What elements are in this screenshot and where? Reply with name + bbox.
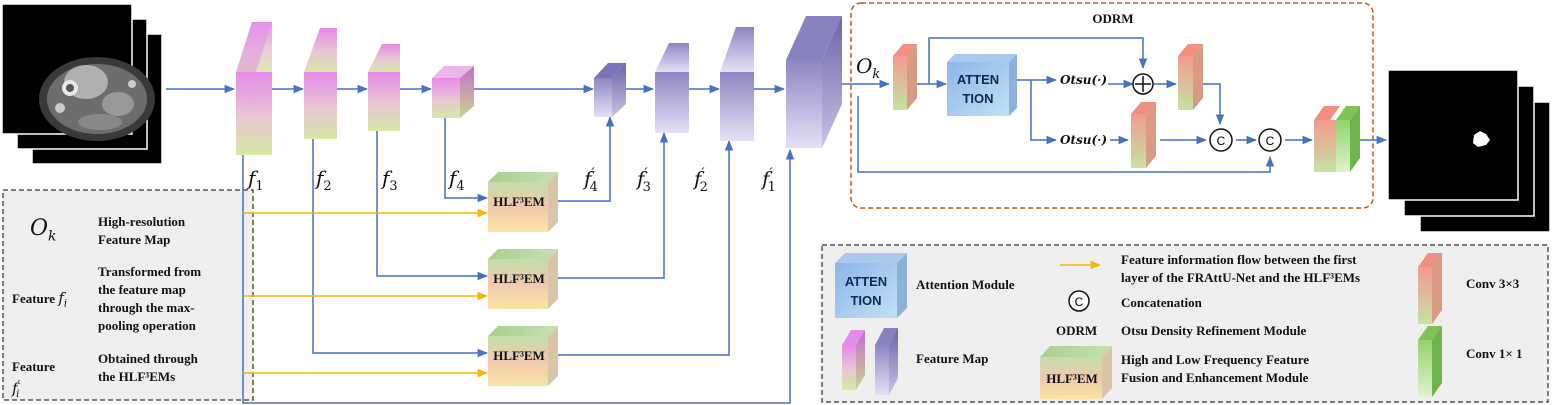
blue-arrows (166, 37, 1388, 404)
legend-attention-icon: ATTEN TION (835, 253, 907, 318)
input-ct-image-stack (1, 3, 163, 165)
legend-attention-label-line2: TION (850, 293, 881, 308)
legend-hlf-desc-1: High and Low Frequency Feature (1121, 352, 1310, 367)
legend-hlf3em-label: HLF³EM (1046, 371, 1098, 386)
odrm-otsu-feature-map (1131, 102, 1156, 168)
legend-arrow-desc-1: Feature information flow between the fir… (1121, 252, 1357, 267)
f4-label: f4 (449, 166, 465, 194)
decoder-feature-map-f1-prime (786, 16, 842, 148)
legend-odrm-abbr: ODRM (1056, 323, 1098, 338)
attention-module-block: ATTEN TION (947, 54, 1017, 116)
legend-feature-map-desc: Feature Map (916, 351, 989, 366)
legend-fi-desc-1: Transformed from (98, 264, 202, 279)
odrm-box (850, 2, 1374, 209)
hlf3em-label-2: HLF³EM (493, 271, 545, 286)
legend-hlf3em-icon: HLF³EM (1040, 346, 1112, 399)
legend-fip-desc-1: Obtained through (98, 351, 198, 366)
legend-attention-desc: Attention Module (916, 277, 1015, 292)
odrm-sum-feature-map (1178, 44, 1203, 110)
legend-conv3-desc: Conv 3×3 (1466, 276, 1520, 291)
hlf3em-block-2: HLF³EM (488, 249, 558, 309)
legend-concat-label: C (1075, 295, 1084, 309)
ok-label: Ok (856, 54, 881, 82)
legend-ok-desc-2: Feature Map (98, 232, 171, 247)
decoder-feature-map-f3-prime (655, 43, 689, 133)
odrm-output-conv-stack (1314, 106, 1360, 172)
decoder-feature-map-f2-prime (720, 27, 754, 141)
legend-conv1-desc: Conv 1× 1 (1466, 346, 1523, 361)
legend-fi-desc-2: the feature map (98, 282, 186, 297)
legend-concat-icon: C (1068, 290, 1090, 312)
odrm-input-feature-map (893, 44, 917, 110)
legend-odrm-desc: Otsu Density Refinement Module (1121, 323, 1307, 338)
encoder-feature-map-f3 (368, 44, 400, 131)
output-segmentation-mask-stack (1387, 69, 1551, 233)
legend-ok-desc-1: High-resolution (98, 214, 186, 229)
decoder-feature-map-f4-prime (594, 63, 626, 117)
f2-prime-label: f′2 (694, 166, 708, 195)
legend-conv1x1-icon (1418, 326, 1442, 397)
f3-label: f3 (382, 166, 398, 194)
legend-feature-map-icon-purple (875, 328, 898, 395)
legend-fi-label: Feature fi (12, 289, 68, 310)
f4-prime-label: f′4 (584, 166, 598, 195)
concat-icon-2-label: C (1266, 134, 1275, 148)
legend-fi-desc-3: through the max- (98, 300, 195, 315)
f1-prime-label: f′1 (762, 166, 776, 195)
encoder-feature-map-f4 (432, 66, 474, 118)
odrm-title: ODRM (1092, 11, 1133, 26)
legend-concat-desc: Concatenation (1121, 295, 1202, 310)
hlf3em-label-3: HLF³EM (493, 348, 545, 363)
legend-conv3x3-icon (1418, 253, 1442, 324)
encoder-feature-map-f1 (236, 22, 272, 155)
hlf3em-block-3: HLF³EM (488, 326, 558, 386)
attention-label-line2: TION (962, 91, 993, 106)
legend-hlf-desc-2: Fusion and Enhancement Module (1121, 370, 1309, 385)
legend-arrow-desc-2: layer of the FRAttU-Net and the HLF³EMs (1121, 270, 1361, 285)
legend-ok-symbol: Ok (30, 216, 57, 245)
concat-icon-2: C (1258, 128, 1282, 152)
legend-fip-desc-2: the HLF³EMs (98, 369, 176, 384)
f2-label: f2 (316, 166, 332, 194)
f1-label: f1 (248, 166, 264, 194)
legend-attention-label-line1: ATTEN (845, 274, 887, 289)
f3-prime-label: f′3 (637, 166, 651, 195)
yellow-arrows (243, 208, 1102, 378)
otsu-top-label: Otsu(·) (1060, 73, 1107, 87)
legend-feature-map-icon-pink (842, 330, 865, 390)
legend-fip-label: Feature f′i (12, 359, 56, 400)
otsu-bottom-label: Otsu(·) (1060, 133, 1107, 147)
concat-icon-1-label: C (1217, 134, 1226, 148)
left-legend-box (2, 189, 254, 401)
encoder-feature-map-f2 (304, 28, 337, 139)
hlf3em-label-1: HLF³EM (493, 194, 545, 209)
legend-fi-desc-4: pooling operation (98, 318, 196, 333)
element-wise-sum-icon (1132, 73, 1154, 95)
attention-label-line1: ATTEN (957, 72, 999, 87)
hlf3em-block-1: HLF³EM (488, 172, 558, 232)
concat-icon-1: C (1209, 128, 1233, 152)
